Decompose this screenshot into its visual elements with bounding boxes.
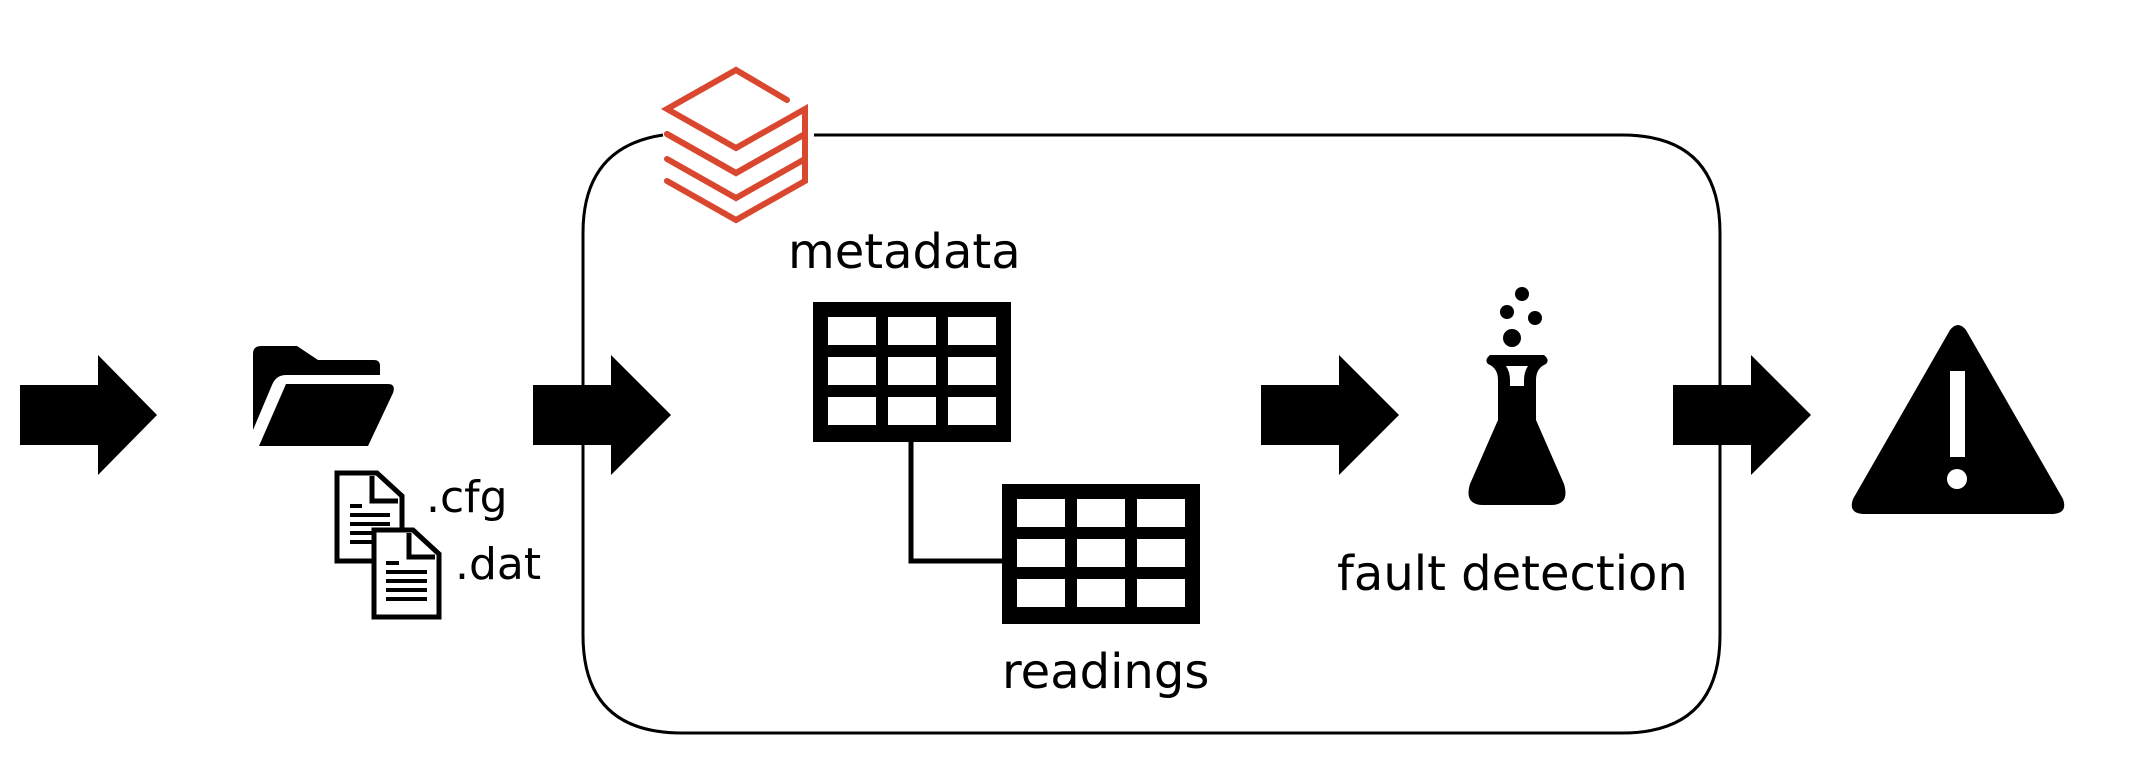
flow-arrow-analyze bbox=[1261, 355, 1399, 475]
document-icon-dat bbox=[371, 527, 442, 620]
flow-arrow-output bbox=[1673, 355, 1811, 475]
fault-detection-label: fault detection bbox=[1337, 546, 1688, 602]
table-icon-metadata bbox=[813, 302, 1011, 442]
readings-label: readings bbox=[1002, 644, 1209, 700]
table-icon-readings bbox=[1002, 484, 1200, 624]
flow-arrow-input bbox=[20, 355, 157, 475]
table-connector bbox=[908, 440, 1004, 564]
file-ext-dat-label: .dat bbox=[455, 539, 541, 590]
processing-container bbox=[581, 133, 1722, 735]
flow-arrow-ingest bbox=[533, 355, 671, 475]
folder-icon bbox=[253, 346, 394, 446]
metadata-label: metadata bbox=[788, 224, 1021, 280]
flask-icon bbox=[1468, 287, 1566, 505]
warning-icon bbox=[1851, 325, 2065, 514]
layered-stack-logo bbox=[660, 66, 808, 224]
file-ext-cfg-label: .cfg bbox=[426, 472, 508, 523]
